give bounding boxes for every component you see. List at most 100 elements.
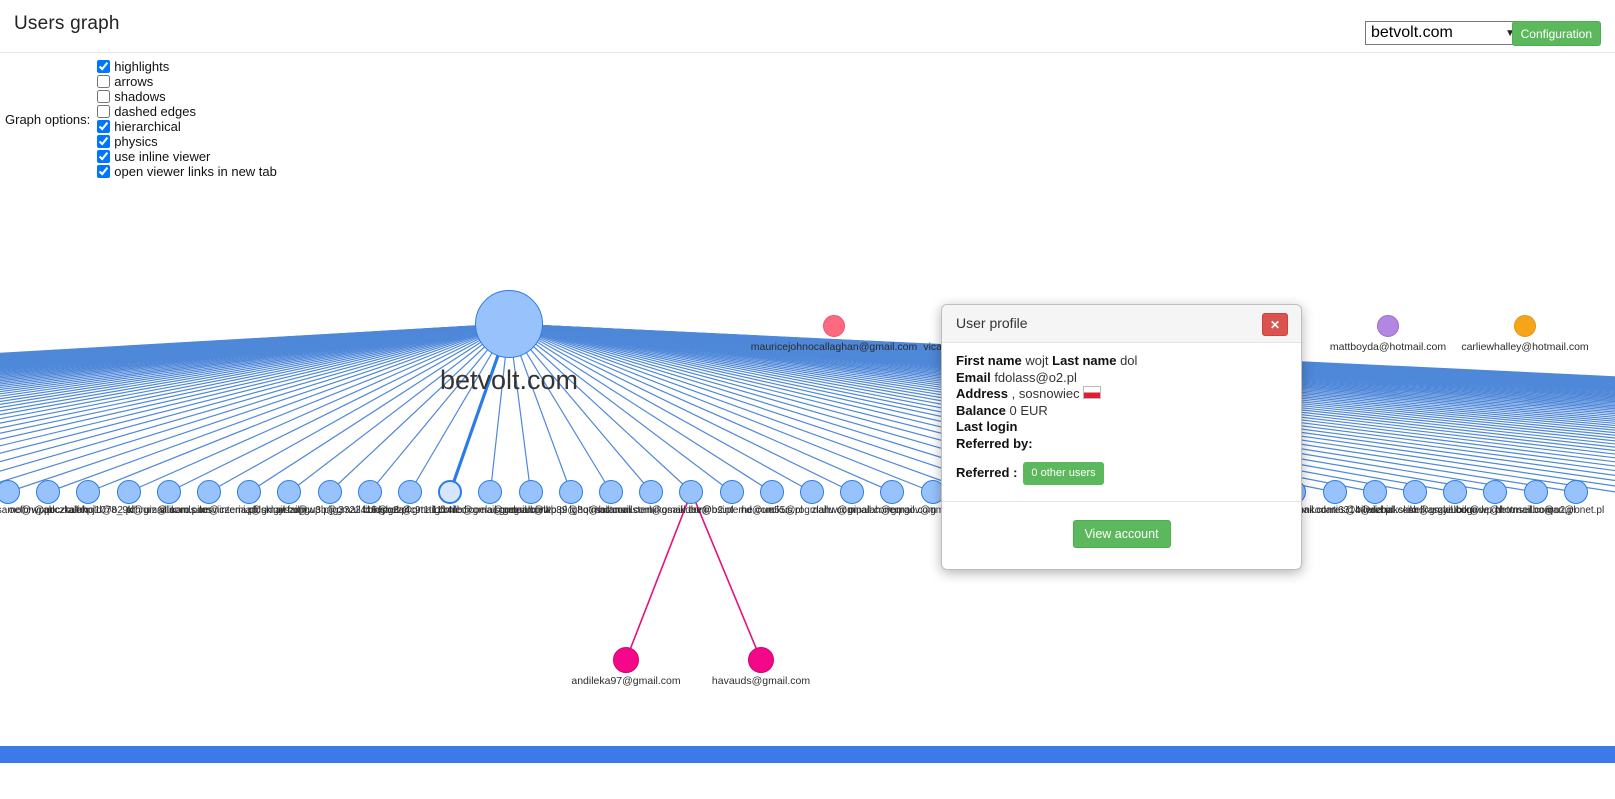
graph-node[interactable] xyxy=(558,480,583,504)
graph-node[interactable] xyxy=(518,480,543,504)
graph-option-checkbox-4[interactable] xyxy=(97,120,111,133)
graph-root-node[interactable] xyxy=(475,290,543,358)
graph-node[interactable] xyxy=(1483,480,1508,504)
graph-node[interactable] xyxy=(1322,480,1347,504)
graph-node[interactable] xyxy=(76,480,101,504)
graph-node[interactable] xyxy=(679,480,704,504)
graph-option-checkbox-3[interactable] xyxy=(97,105,111,118)
graph-option-checkbox-1[interactable] xyxy=(97,75,111,88)
graph-option-label: hierarchical xyxy=(114,119,181,134)
graph-node-email-label: hetmseilbo@o2.pl xyxy=(1495,505,1576,516)
graph-edge xyxy=(0,323,510,374)
graph-node-email-label: e55@rogmailu.com xyxy=(768,505,856,516)
view-account-button[interactable]: View account xyxy=(1072,520,1171,548)
graph-node[interactable] xyxy=(398,480,422,504)
graph-node[interactable] xyxy=(880,480,905,504)
profile-name-line: First name wojt Last name dol xyxy=(956,353,1287,370)
graph-node[interactable] xyxy=(800,480,824,504)
graph-node[interactable] xyxy=(36,480,61,504)
graph-edge xyxy=(625,491,693,661)
graph-node-email-label: andileka97@gmail.com xyxy=(571,675,681,687)
graph-node-email-label: oipalah@gmail.com xyxy=(848,505,937,516)
graph-edge xyxy=(0,323,510,370)
graph-edge xyxy=(0,323,510,447)
graph-node[interactable] xyxy=(357,480,382,504)
referred-by-label: Referred by: xyxy=(956,435,1033,451)
graph-edge xyxy=(0,323,510,383)
graph-edge xyxy=(248,323,510,493)
graph-node[interactable] xyxy=(1563,480,1588,504)
graph-node[interactable] xyxy=(116,480,141,504)
graph-edge xyxy=(0,323,510,385)
graph-node[interactable] xyxy=(277,480,302,504)
graph-edge xyxy=(508,323,813,493)
graph-node-orange[interactable] xyxy=(1514,315,1536,337)
graph-node[interactable] xyxy=(1443,480,1468,504)
graph-node[interactable] xyxy=(1362,480,1387,504)
graph-node[interactable] xyxy=(156,480,181,504)
graph-edge xyxy=(0,323,510,391)
graph-node-email-label: lgfimledicoela@gmail.com xyxy=(432,505,549,516)
graph-node[interactable] xyxy=(840,480,865,504)
graph-node[interactable] xyxy=(639,480,664,504)
bottom-blue-bar xyxy=(0,746,1615,763)
graph-edge xyxy=(508,323,652,493)
graph-node[interactable] xyxy=(719,480,744,504)
graph-node-email-label: alekpj1078_9k@gmail.com xyxy=(68,505,189,516)
close-icon[interactable]: ✕ xyxy=(1262,313,1288,336)
email-value: fdolass@o2.pl xyxy=(994,369,1077,385)
graph-node-email-label: qan@onet.pl xyxy=(1547,505,1605,516)
site-selector-dropdown[interactable]: betvolt.com ▼ xyxy=(1365,21,1523,45)
graph-node-email-label: mauricejohnocallaghan@gmail.com xyxy=(750,341,918,353)
graph-node-email-label: abczkalahold@o2.pl xyxy=(43,505,134,516)
graph-node-magenta[interactable] xyxy=(613,647,639,673)
graph-node[interactable] xyxy=(0,480,20,504)
graph-option-checkbox-0[interactable] xyxy=(97,60,111,73)
graph-option-dashed-edges: dashed edges xyxy=(97,104,277,119)
popup-footer: View account xyxy=(942,501,1301,569)
graph-node[interactable] xyxy=(759,480,784,504)
graph-node[interactable] xyxy=(478,480,503,504)
graph-node-email-label: bilwiebicksksh@gmail.com xyxy=(1355,505,1475,516)
graph-node[interactable] xyxy=(1403,480,1427,504)
graph-node-email-label: zlahw@gmail.com xyxy=(811,505,893,516)
graph-edge xyxy=(508,323,1615,429)
graph-option-highlights: highlights xyxy=(97,59,277,74)
graph-node[interactable] xyxy=(920,480,945,504)
first-name-label: First name xyxy=(956,353,1022,368)
graph-node[interactable] xyxy=(1523,480,1548,504)
graph-edge xyxy=(0,323,510,379)
graph-node-email-label: alikards.ce@interia.pl xyxy=(161,505,257,516)
graph-option-checkbox-2[interactable] xyxy=(97,90,111,103)
profile-last-login-line: Last login xyxy=(956,419,1287,436)
referred-count-badge[interactable]: 0 other users xyxy=(1023,462,1104,485)
graph-edge xyxy=(0,323,510,463)
graph-option-checkbox-6[interactable] xyxy=(97,150,111,163)
graph-node[interactable] xyxy=(197,480,221,504)
graph-node-magenta[interactable] xyxy=(748,647,774,673)
graph-edge xyxy=(0,323,510,376)
graph-node[interactable] xyxy=(317,480,342,504)
configuration-button[interactable]: Configuration xyxy=(1511,21,1601,46)
graph-node[interactable] xyxy=(599,480,623,504)
graph-edge xyxy=(0,323,510,483)
graph-node[interactable] xyxy=(237,480,262,504)
popup-body: First name wojt Last name dol Email fdol… xyxy=(942,343,1301,485)
graph-node-selected[interactable] xyxy=(438,480,463,504)
graph-node-email-label: nd@urokus.pl xyxy=(740,505,803,516)
poland-flag-icon xyxy=(1083,386,1102,399)
graph-node-pink[interactable] xyxy=(823,315,845,337)
graph-edge xyxy=(0,323,510,378)
graph-node-purple[interactable] xyxy=(1377,315,1399,337)
graph-edge xyxy=(0,323,510,380)
last-name-label: Last name xyxy=(1052,353,1117,368)
profile-balance-line: Balance 0 EUR xyxy=(956,403,1287,420)
last-login-label: Last login xyxy=(956,419,1018,434)
graph-edge xyxy=(508,323,1615,436)
graph-option-label: dashed edges xyxy=(114,104,196,119)
graph-option-checkbox-5[interactable] xyxy=(97,135,111,148)
graph-option-checkbox-7[interactable] xyxy=(97,165,111,178)
graph-node-email-label: rszdjurosamo@wp.pl xyxy=(0,505,55,516)
graph-edge xyxy=(508,323,1615,431)
